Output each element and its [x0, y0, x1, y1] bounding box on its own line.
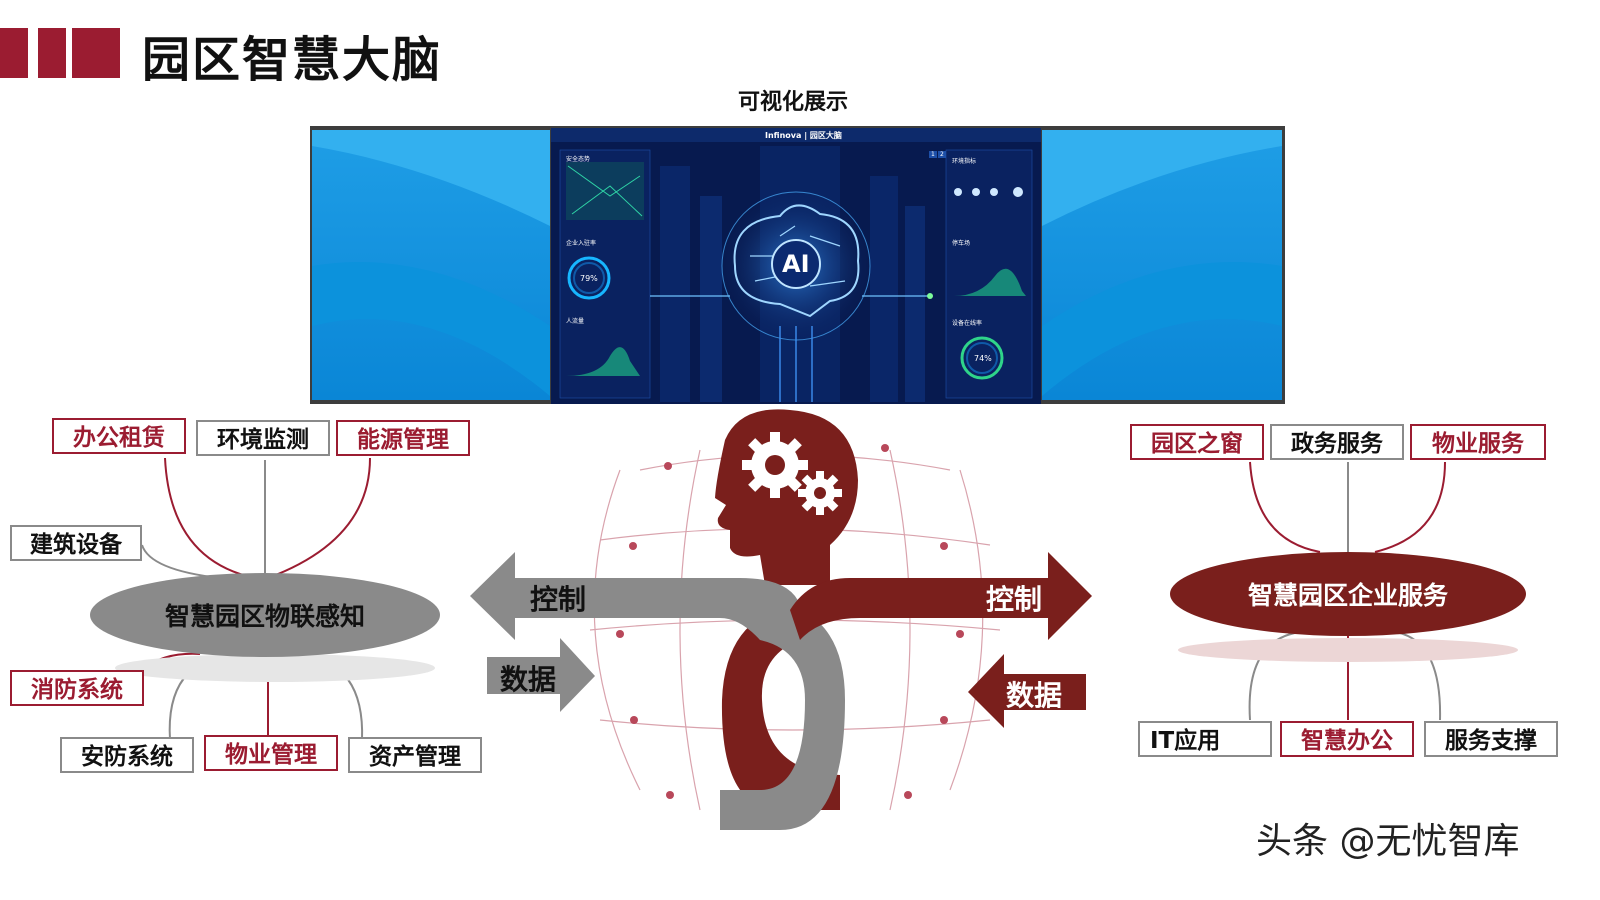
node-env-monitoring: 环境监测: [196, 420, 330, 456]
watermark: 头条 @无忧智库: [1256, 812, 1519, 864]
node-property-mgmt: 物业管理: [204, 735, 338, 771]
left-hub-shadow: [115, 654, 435, 682]
left-hub-label: 智慧园区物联感知: [165, 597, 365, 633]
node-security-system: 安防系统: [60, 737, 194, 773]
node-service-support: 服务支撑: [1424, 721, 1558, 757]
right-hub-shadow: [1178, 638, 1518, 662]
node-property-service: 物业服务: [1410, 424, 1546, 460]
head-silhouette: [715, 409, 858, 585]
node-park-window: 园区之窗: [1130, 424, 1264, 460]
node-asset-mgmt: 资产管理: [348, 737, 482, 773]
right-hub-label: 智慧园区企业服务: [1248, 576, 1448, 612]
right-control-label: 控制: [986, 578, 1042, 618]
right-control-arrow: [790, 552, 1092, 640]
node-fire-system: 消防系统: [10, 670, 144, 706]
left-hub: 智慧园区物联感知: [90, 573, 440, 657]
node-office-leasing: 办公租赁: [52, 418, 186, 454]
node-building-equip: 建筑设备: [10, 525, 142, 561]
node-energy-mgmt: 能源管理: [336, 420, 470, 456]
left-control-arrow: [470, 552, 800, 640]
node-gov-service: 政务服务: [1270, 424, 1404, 460]
right-data-label: 数据: [1006, 674, 1062, 714]
node-it-apps: IT应用: [1138, 721, 1272, 757]
right-hub: 智慧园区企业服务: [1170, 552, 1526, 636]
left-control-label: 控制: [530, 578, 586, 618]
left-data-label: 数据: [500, 658, 556, 698]
gear-small-icon: [798, 471, 842, 515]
gear-large-icon: [742, 432, 808, 498]
node-smart-office: 智慧办公: [1280, 721, 1414, 757]
